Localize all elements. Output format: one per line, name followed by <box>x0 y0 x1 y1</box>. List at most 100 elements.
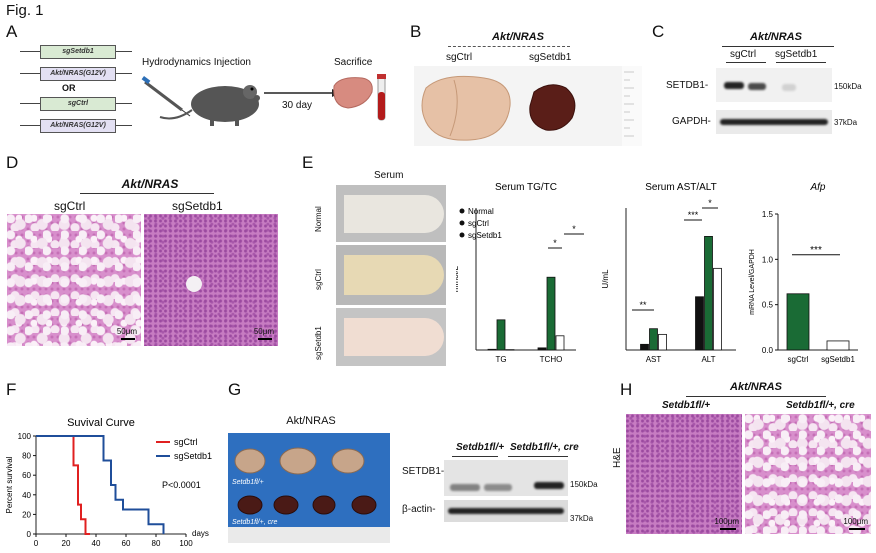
syringe-icon <box>144 80 183 112</box>
liver-photo <box>414 66 642 146</box>
survival-xtick-1: 20 <box>62 539 71 548</box>
blot-g-actin <box>444 500 568 522</box>
bar-0-0-0 <box>487 348 497 351</box>
survival-xtick-0: 0 <box>34 539 39 548</box>
survival-ytick-0: 0 <box>27 530 32 539</box>
bar-1-0-2 <box>658 333 667 351</box>
panelG-title: Akt/NRAS <box>286 415 336 427</box>
scale-bar-label-4: 100μm <box>843 517 868 526</box>
he-image-fl: 100μm <box>626 414 742 534</box>
liver-tumor-photo: Setdb1fl/+ Setdb1fl/+, cre <box>228 433 390 543</box>
bar-1-1-2 <box>713 267 722 351</box>
chart-title-0: Serum TG/TC <box>495 182 557 193</box>
tube-label-sgsetdb1: sgSetdb1 <box>314 326 323 360</box>
photo-label-fl: Setdb1fl/+ <box>232 479 264 486</box>
panelH-group-fl: Setdb1fl/+ <box>662 400 711 411</box>
survival-ytick-2: 40 <box>22 491 31 500</box>
y-tick-2-3: 1.5 <box>762 210 774 219</box>
panelG-row-actin: β-actin- <box>402 504 436 515</box>
survival-legend-label-1: sgSetdb1 <box>174 451 212 461</box>
liver-blood-illustration <box>333 74 386 121</box>
panel-label-d: D <box>6 153 19 172</box>
figure-title: Fig. 1 <box>6 2 44 19</box>
blot-setdb1 <box>716 68 832 102</box>
or-label: OR <box>62 83 76 93</box>
he-image-sgctrl: 50μm <box>7 214 141 346</box>
survival-xtick-2: 40 <box>92 539 101 548</box>
survival-ytick-5: 100 <box>18 432 32 441</box>
bar-2-0 <box>786 293 810 351</box>
bar-1-1-0 <box>695 296 704 351</box>
injection-label: Hydrodynamics Injection <box>142 57 251 68</box>
photo-label-flcre: Setdb1fl/+, cre <box>232 519 278 526</box>
panelG-size-37: 37kDa <box>570 514 594 523</box>
bar-1-1-1 <box>704 236 713 351</box>
legend-label-2: sgSetdb1 <box>468 231 502 240</box>
blot-gapdh <box>716 110 832 134</box>
panelB-group-sgsetdb1: sgSetdb1 <box>529 52 572 63</box>
legend-label-0: Normal <box>468 207 494 216</box>
he-image-flcre: 100μm <box>745 414 871 534</box>
bar-0-1-1 <box>546 276 556 351</box>
panelC-group-sgctrl: sgCtrl <box>730 49 757 60</box>
panelC-size-150: 150kDa <box>834 82 862 91</box>
panelE-charts: Normal sgCtrl sgSetdb1 Serum TG/TC mmol/L TG T… <box>456 182 858 364</box>
y-tick-2-1: 0.5 <box>762 301 774 310</box>
panelC-title: Akt/NRAS <box>750 31 802 43</box>
construct-akt-nras-2: Akt/NRAS(G12V) <box>40 119 116 133</box>
mouse-injection-illustration <box>141 75 260 126</box>
panelD-group-sgctrl: sgCtrl <box>54 199 86 213</box>
y-tick-2-0: 0.0 <box>762 346 774 355</box>
panel-label-h: H <box>620 380 633 399</box>
tube-label-normal: Normal <box>314 206 323 232</box>
survival-xtick-3: 60 <box>122 539 131 548</box>
panelC-group-sgsetdb1: sgSetdb1 <box>775 49 818 60</box>
sig-mark-1: * <box>572 224 576 234</box>
bar-1-0-1 <box>649 328 658 351</box>
bar-0-0-1 <box>496 319 506 351</box>
x-tick-2-0: sgCtrl <box>788 355 809 364</box>
serum-title: Serum <box>374 170 404 181</box>
sig-mark-2: ** <box>639 300 647 310</box>
y-tick-2-2: 1.0 <box>762 255 774 264</box>
sig-mark-4: * <box>708 198 712 208</box>
survival-ytick-3: 60 <box>22 471 31 480</box>
tube-sgctrl <box>336 245 446 305</box>
survival-y-label: Percent survival <box>5 456 14 513</box>
bar-2-1 <box>826 340 850 351</box>
panelH-group-flcre: Setdb1fl/+, cre <box>786 400 855 411</box>
tube-label-sgctrl: sgCtrl <box>314 269 323 290</box>
y-label-0: mmol/L <box>456 265 460 292</box>
tube-normal <box>336 185 446 242</box>
survival-ytick-4: 80 <box>22 452 31 461</box>
x-tick-1-1: ALT <box>701 355 715 364</box>
panel-label-b: B <box>410 22 422 41</box>
survival-xtick-4: 80 <box>152 539 161 548</box>
survival-x-label: days <box>192 529 209 538</box>
legend-label-1: sgCtrl <box>468 219 489 228</box>
sig-mark-5: *** <box>810 245 822 256</box>
x-tick-0-0: TG <box>495 355 506 364</box>
survival-pvalue: P<0.0001 <box>162 480 201 490</box>
x-tick-2-1: sgSetdb1 <box>821 355 855 364</box>
construct-sgsetdb1: sgSetdb1 <box>40 45 116 59</box>
construct-sgctrl: sgCtrl <box>40 97 116 111</box>
panelH-side-label: H&E <box>612 447 623 468</box>
scale-bar-label-2: 50μm <box>253 327 274 336</box>
panelC-row-setdb1: SETDB1- <box>666 80 709 91</box>
panelC-row-gapdh: GAPDH- <box>672 116 711 127</box>
x-tick-0-1: TCHO <box>540 355 563 364</box>
panelD-group-sgsetdb1: sgSetdb1 <box>172 199 223 213</box>
bar-0-1-0 <box>537 347 547 351</box>
panelG-row-setdb1: SETDB1- <box>402 466 445 477</box>
chart-title-1: Serum AST/ALT <box>645 182 717 193</box>
x-tick-1-0: AST <box>646 355 662 364</box>
panelG-blot-group-fl: Setdb1fl/+ <box>456 442 505 453</box>
survival-curve-0 <box>36 435 90 535</box>
sacrifice-label: Sacrifice <box>334 57 373 68</box>
tube-sgsetdb1 <box>336 308 446 366</box>
legend-marker-1 <box>459 220 465 226</box>
construct-akt-nras-1: Akt/NRAS(G12V) <box>40 67 116 81</box>
panelG-size-150: 150kDa <box>570 480 598 489</box>
